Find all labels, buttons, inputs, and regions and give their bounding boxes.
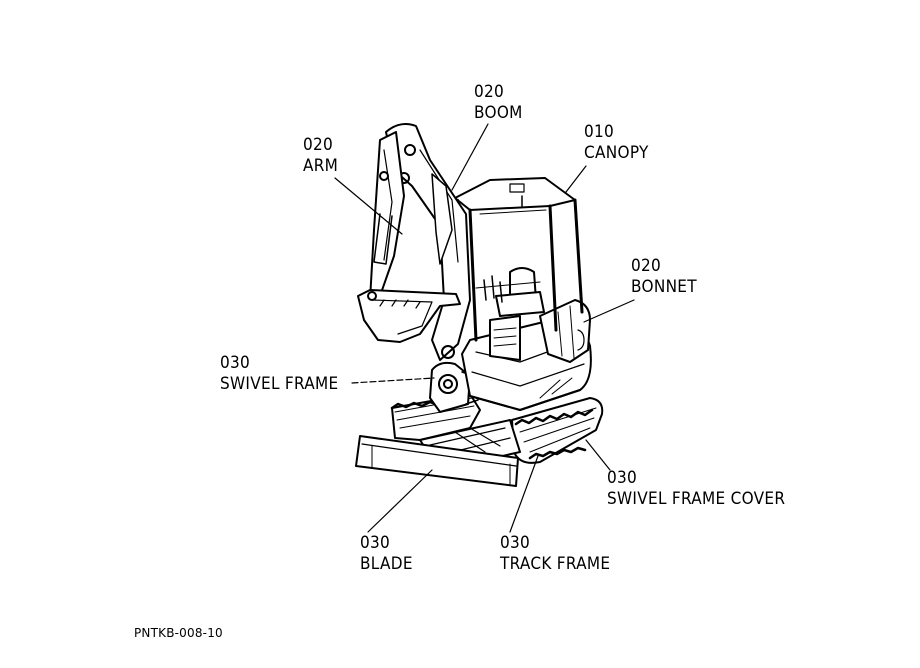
label-boom-name: BOOM bbox=[474, 103, 523, 123]
label-track-frame-name: TRACK FRAME bbox=[500, 554, 611, 574]
label-blade: 030 BLADE bbox=[360, 533, 413, 575]
leader-swivel-frame-cover bbox=[585, 439, 611, 471]
arm bbox=[369, 131, 405, 301]
label-canopy-code: 010 bbox=[584, 122, 615, 142]
label-swivel-frame-name: SWIVEL FRAME bbox=[220, 374, 339, 394]
label-arm-name: ARM bbox=[303, 156, 339, 176]
right-track bbox=[511, 397, 604, 464]
leader-swivel-frame bbox=[351, 377, 435, 384]
label-blade-name: BLADE bbox=[360, 554, 413, 574]
operator-seat bbox=[475, 267, 545, 317]
label-swivel-frame-cover-code: 030 bbox=[607, 468, 638, 488]
bucket bbox=[357, 289, 461, 343]
bonnet bbox=[539, 299, 591, 363]
label-arm: 020 ARM bbox=[303, 135, 338, 177]
leader-arm bbox=[334, 177, 403, 235]
blade bbox=[355, 435, 519, 487]
leader-blade bbox=[367, 469, 433, 533]
label-track-frame-code: 030 bbox=[500, 533, 531, 553]
label-bonnet-code: 020 bbox=[631, 256, 662, 276]
leader-lines bbox=[334, 123, 635, 533]
label-boom: 020 BOOM bbox=[474, 82, 523, 124]
leader-bonnet bbox=[583, 299, 635, 323]
label-boom-code: 020 bbox=[474, 82, 505, 102]
label-bonnet: 020 BONNET bbox=[631, 256, 697, 298]
label-bonnet-name: BONNET bbox=[631, 277, 697, 297]
label-swivel-frame-cover-name: SWIVEL FRAME COVER bbox=[607, 489, 786, 509]
label-canopy-name: CANOPY bbox=[584, 143, 649, 163]
label-swivel-frame-code: 030 bbox=[220, 353, 251, 373]
canopy bbox=[454, 177, 584, 342]
reference-code: PNTKB-008-10 bbox=[134, 626, 223, 640]
label-blade-code: 030 bbox=[360, 533, 391, 553]
label-swivel-frame: 030 SWIVEL FRAME bbox=[220, 353, 339, 395]
leader-boom bbox=[451, 123, 489, 191]
leader-canopy bbox=[565, 165, 587, 193]
label-swivel-frame-cover: 030 SWIVEL FRAME COVER bbox=[607, 468, 785, 510]
label-arm-code: 020 bbox=[303, 135, 334, 155]
swivel-frame bbox=[429, 361, 481, 413]
leader-track-frame bbox=[509, 455, 539, 533]
label-canopy: 010 CANOPY bbox=[584, 122, 649, 164]
label-track-frame: 030 TRACK FRAME bbox=[500, 533, 610, 575]
